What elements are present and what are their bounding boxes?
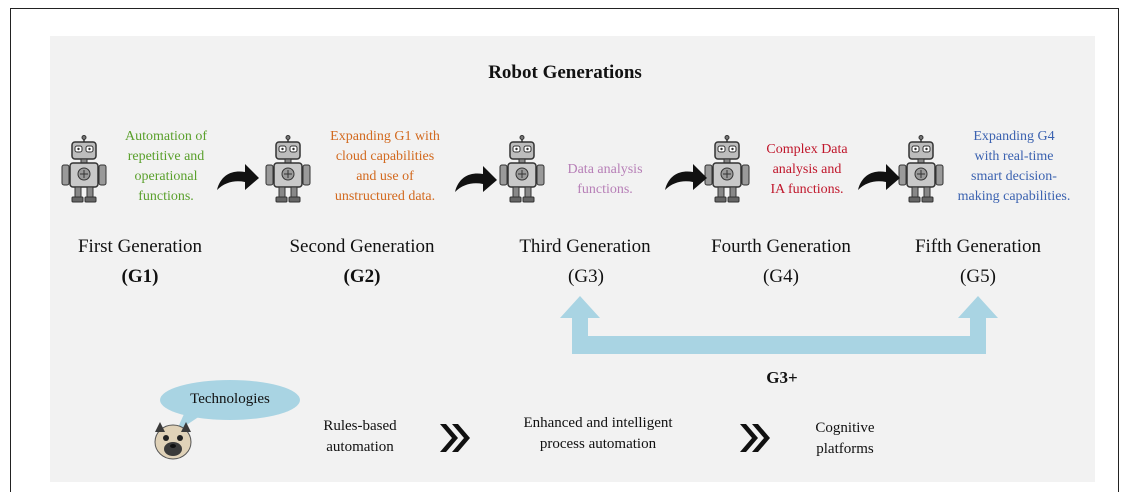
gen3-name: Third Generation: [519, 236, 651, 257]
curved-arrow-icon: [665, 164, 707, 190]
double-chevron-icon: [440, 424, 470, 452]
gen3-code: (G3): [568, 266, 604, 287]
g3-plus-bracket-arrow: [560, 296, 998, 354]
gen2-code: (G2): [343, 266, 381, 287]
robot-icon: [499, 134, 545, 203]
gen5-code: (G5): [960, 266, 996, 287]
gen1-code: (G1): [121, 266, 159, 287]
pug-icon: [154, 422, 192, 460]
figure-frame: [10, 8, 1119, 492]
gen1-name: First Generation: [77, 236, 202, 257]
gen4-name: Fourth Generation: [711, 236, 851, 257]
double-chevron-icon: [740, 424, 770, 452]
gen5-name: Fifth Generation: [914, 236, 1042, 257]
gen2-name: Second Generation: [289, 236, 435, 257]
speech-bubble-label: Technologies: [190, 391, 270, 407]
gen4-code: (G4): [763, 266, 799, 287]
g3-plus-label: G3+: [766, 368, 798, 387]
diagram-title: Robot Generations: [488, 62, 642, 83]
